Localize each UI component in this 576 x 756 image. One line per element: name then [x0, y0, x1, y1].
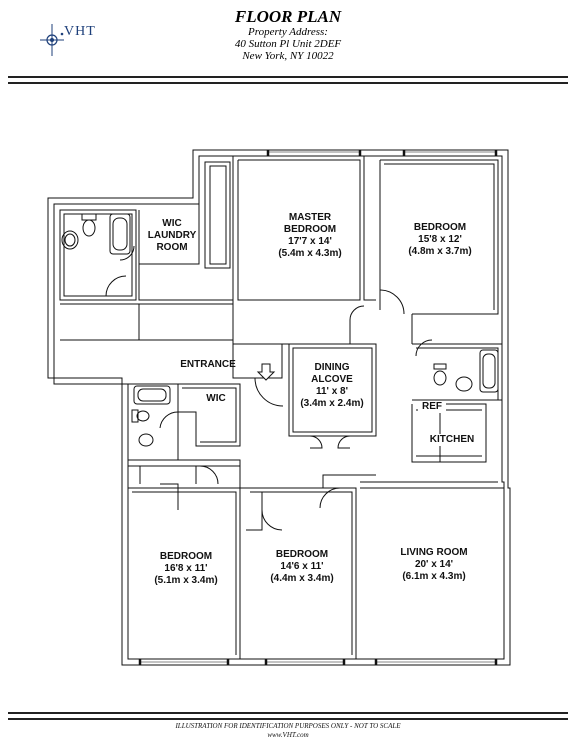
entry-arrow-icon: [256, 363, 276, 381]
disclaimer-text: ILLUSTRATION FOR IDENTIFICATION PURPOSES…: [175, 722, 401, 730]
outer-wall: [47, 149, 511, 666]
footer-divider: [8, 712, 568, 720]
logo-text: VHT: [64, 24, 96, 39]
wic-label: WIC: [206, 393, 226, 404]
address-label: Property Address:: [248, 26, 328, 38]
compass-star-icon: [40, 24, 64, 56]
title-block: FLOOR PLAN Property Address: 40 Sutton P…: [208, 7, 368, 63]
laundry-room-label: WIC LAUNDRY ROOM: [147, 218, 197, 253]
bedroom-s-label: BEDROOM 14'6 x 11' (4.4m x 3.4m): [270, 549, 334, 584]
website-text: www.VHT.com: [267, 731, 309, 739]
footer: ILLUSTRATION FOR IDENTIFICATION PURPOSES…: [0, 722, 576, 740]
entrance-label: ENTRANCE: [180, 359, 236, 370]
master-bedroom-label: MASTER BEDROOM 17'7 x 14' (5.4m x 4.3m): [278, 212, 342, 259]
ref-label: REF: [418, 401, 446, 413]
bedroom-ne-label: BEDROOM 15'8 x 12' (4.8m x 3.7m): [408, 222, 472, 257]
dining-alcove-label: DINING ALCOVE 11' x 8' (3.4m x 2.4m): [300, 362, 364, 409]
living-room-label: LIVING ROOM 20' x 14' (6.1m x 4.3m): [400, 547, 468, 582]
bedroom-sw-label: BEDROOM 16'8 x 11' (5.1m x 3.4m): [154, 551, 218, 586]
vht-logo: [40, 24, 64, 56]
address-line-1: 40 Sutton Pl Unit 2DEF: [234, 38, 342, 50]
header-divider: [8, 76, 568, 84]
address-line-2: New York, NY 10022: [242, 50, 334, 62]
kitchen-label: KITCHEN: [424, 434, 480, 446]
page-title: FLOOR PLAN: [234, 7, 342, 26]
